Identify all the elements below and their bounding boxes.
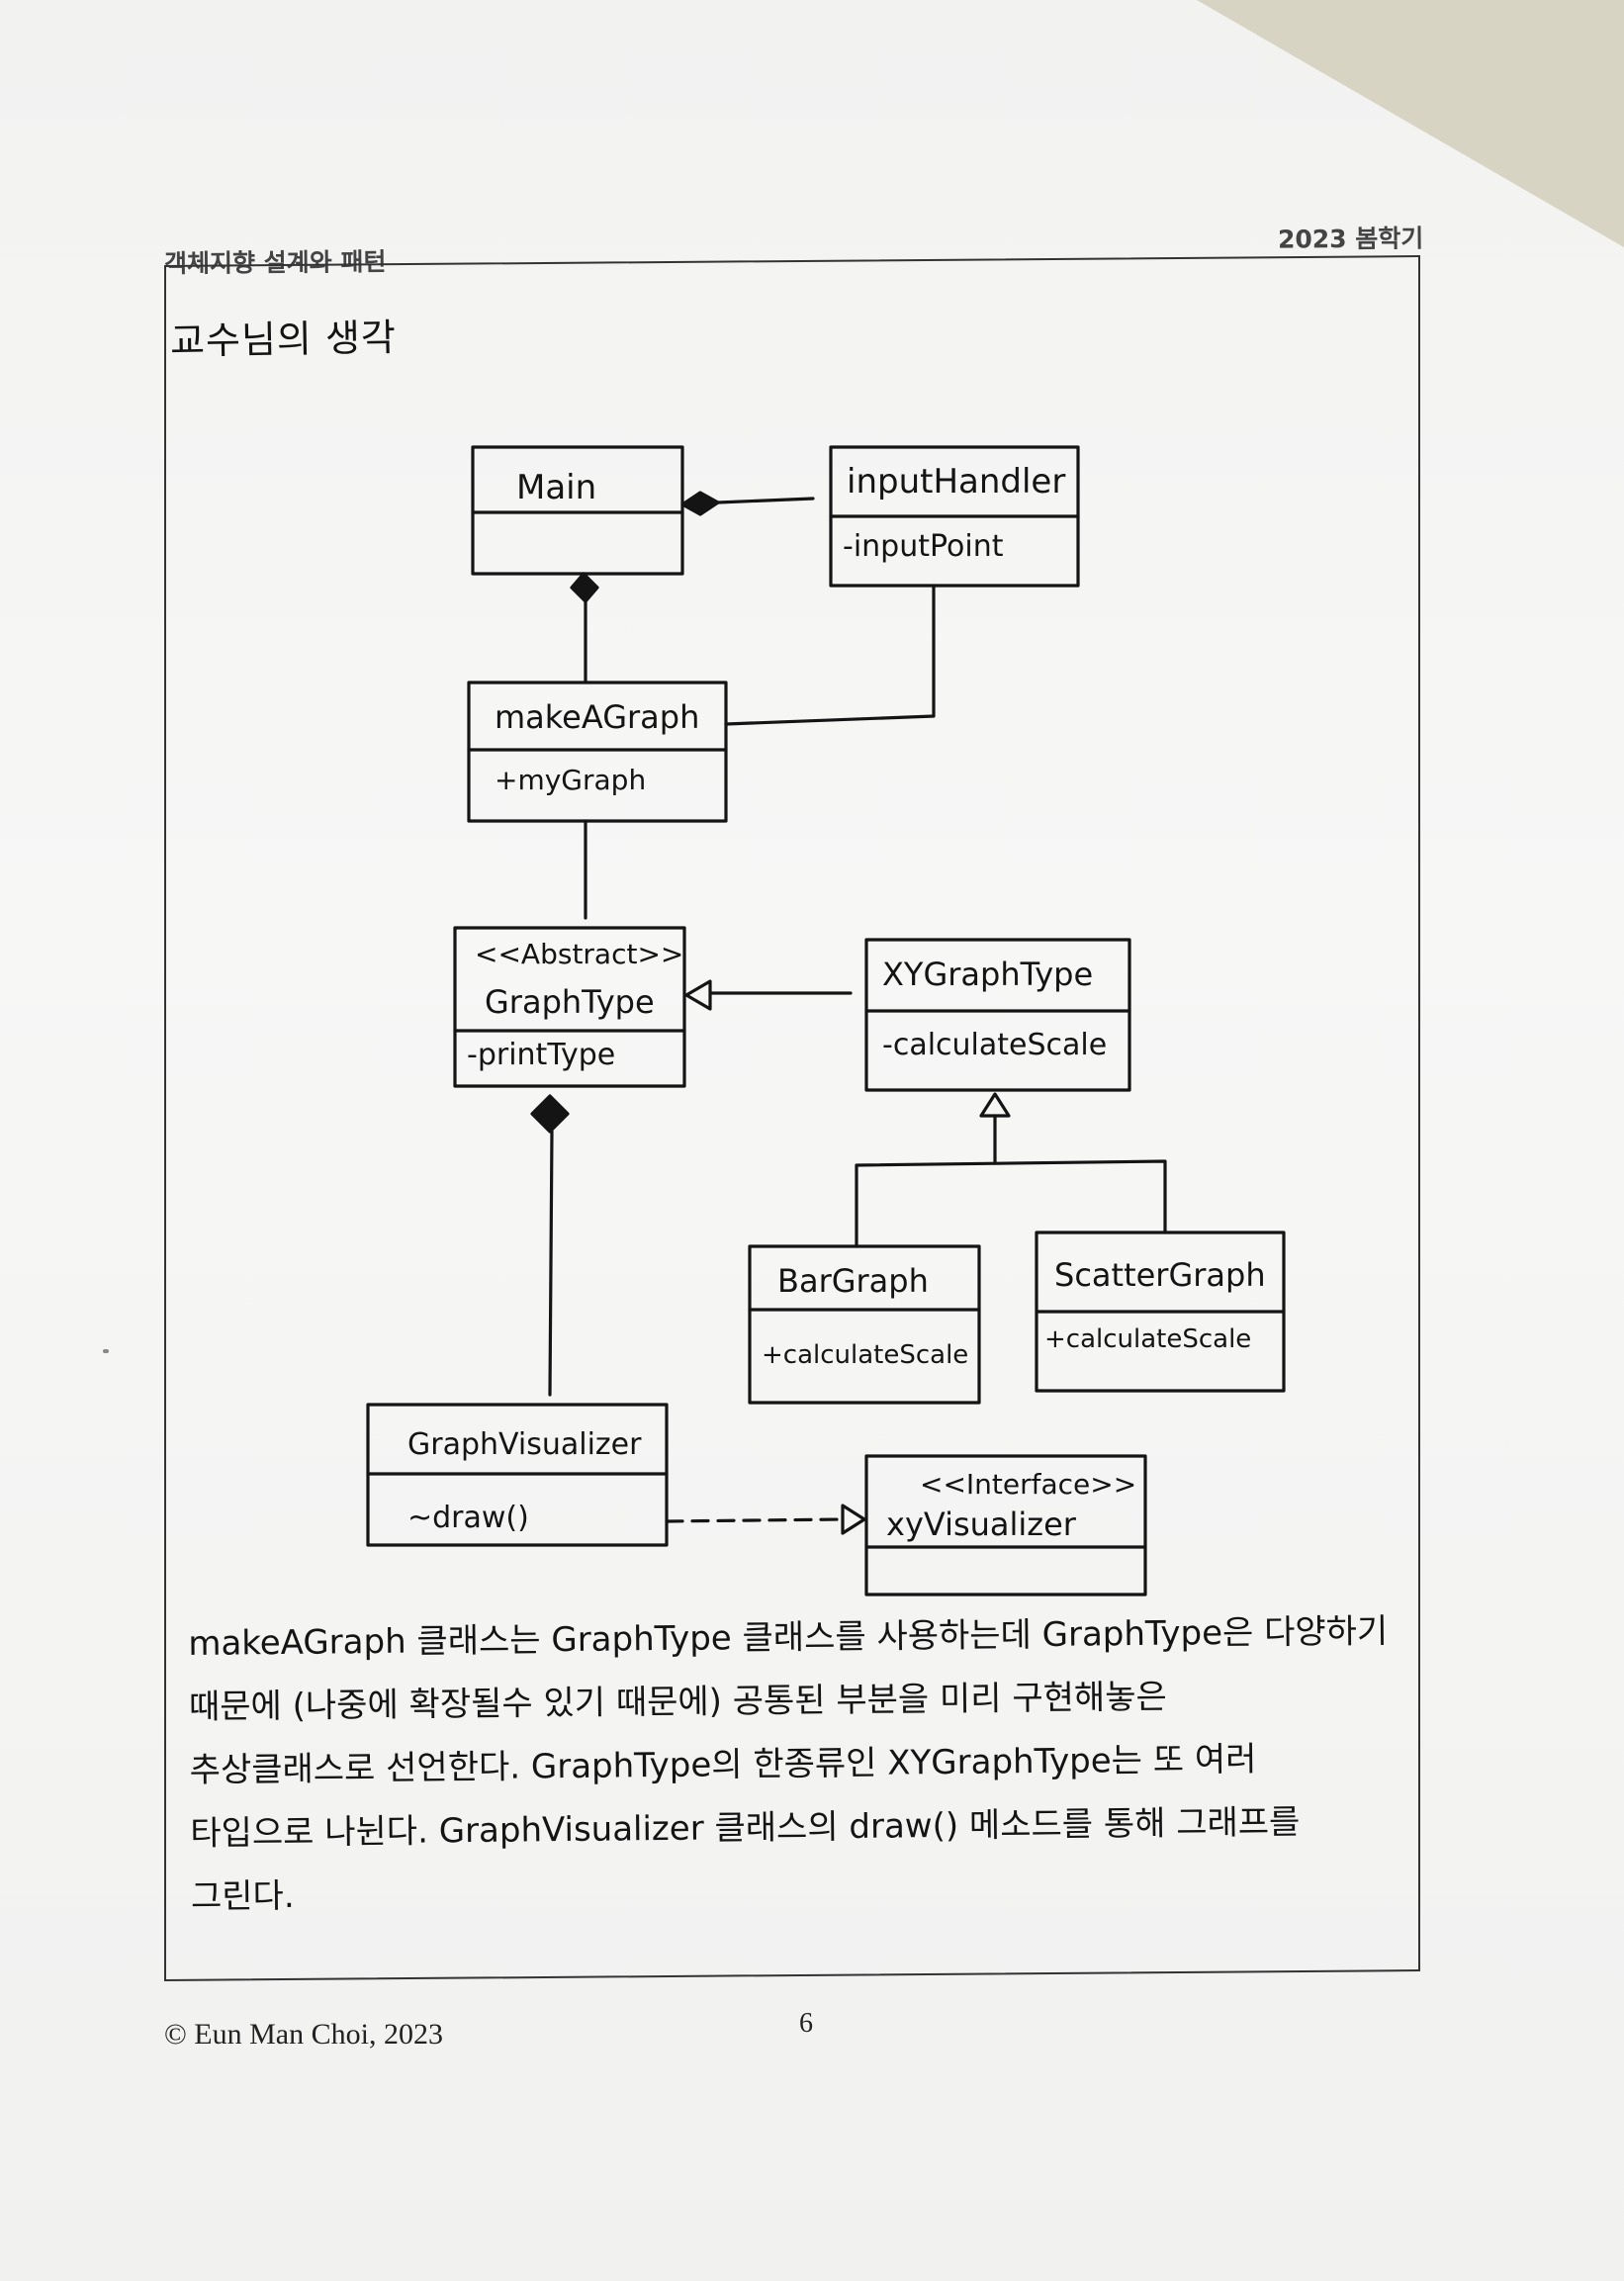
xyvisualizer-class-name: xyVisualizer bbox=[886, 1505, 1077, 1543]
bargraph-class-name: BarGraph bbox=[777, 1262, 929, 1300]
graphvisualizer-attribute: ~draw() bbox=[407, 1501, 529, 1535]
class-main bbox=[471, 445, 684, 576]
composition-diamond-main-right bbox=[680, 491, 720, 516]
explanation-line: makeAGraph 클래스는 GraphType 클래스를 사용하는데 Gra… bbox=[188, 1611, 1389, 1664]
inputhandler-attribute: -inputPoint bbox=[843, 529, 1004, 564]
assoc-graphtype-visualizer bbox=[548, 1130, 554, 1397]
inheritance-triangle-xygraphtype bbox=[979, 1092, 1011, 1118]
xygraphtype-class-name: XYGraphType bbox=[882, 956, 1093, 993]
main-class-name: Main bbox=[516, 468, 596, 507]
graphtype-stereotype: <<Abstract>> bbox=[475, 938, 683, 970]
realization-dashed-line bbox=[665, 1517, 845, 1523]
graphtype-class-name: GraphType bbox=[485, 983, 655, 1021]
class-graph-type bbox=[453, 926, 686, 1088]
scattergraph-attribute: +calculateScale bbox=[1044, 1324, 1251, 1354]
xygraphtype-attribute: -calculateScale bbox=[882, 1028, 1107, 1062]
paper-speck bbox=[103, 1349, 109, 1353]
assoc-inputhandler-makeagraph bbox=[724, 584, 936, 726]
explanation-paragraph: makeAGraph 클래스는 GraphType 클래스를 사용하는데 Gra… bbox=[188, 1599, 1417, 1929]
graphvisualizer-class-name: GraphVisualizer bbox=[407, 1427, 642, 1462]
class-xy-visualizer bbox=[864, 1454, 1147, 1597]
xyvisualizer-stereotype: <<Interface>> bbox=[920, 1468, 1136, 1501]
class-xy-graph-type bbox=[864, 938, 1131, 1092]
composition-diamond-main-bottom bbox=[570, 572, 599, 603]
realization-triangle bbox=[841, 1504, 866, 1535]
makeagraph-class-name: makeAGraph bbox=[495, 698, 699, 736]
inputhandler-class-name: inputHandler bbox=[847, 462, 1065, 502]
bargraph-attribute: +calculateScale bbox=[762, 1340, 968, 1370]
makeagraph-attribute: +myGraph bbox=[495, 764, 646, 796]
class-graph-visualizer bbox=[366, 1403, 669, 1547]
explanation-line: 타입으로 나뉜다. GraphVisualizer 클래스의 draw() 메소… bbox=[190, 1802, 1301, 1854]
class-input-handler bbox=[829, 445, 1080, 588]
assoc-main-inputhandler bbox=[716, 497, 815, 504]
class-scatter-graph bbox=[1035, 1231, 1286, 1393]
copyright-notice: © Eun Man Choi, 2023 bbox=[164, 2018, 443, 2051]
generalization-branch bbox=[855, 1159, 1167, 1248]
class-bar-graph bbox=[748, 1244, 981, 1405]
composition-diamond-graphtype-bottom bbox=[530, 1094, 570, 1134]
explanation-line: 그린다. bbox=[190, 1875, 295, 1917]
class-make-a-graph bbox=[467, 681, 728, 823]
page-number: 6 bbox=[799, 2008, 813, 2039]
graphtype-attribute: -printType bbox=[467, 1038, 615, 1072]
scattergraph-class-name: ScatterGraph bbox=[1054, 1256, 1266, 1294]
inheritance-triangle-graphtype bbox=[684, 979, 712, 1011]
